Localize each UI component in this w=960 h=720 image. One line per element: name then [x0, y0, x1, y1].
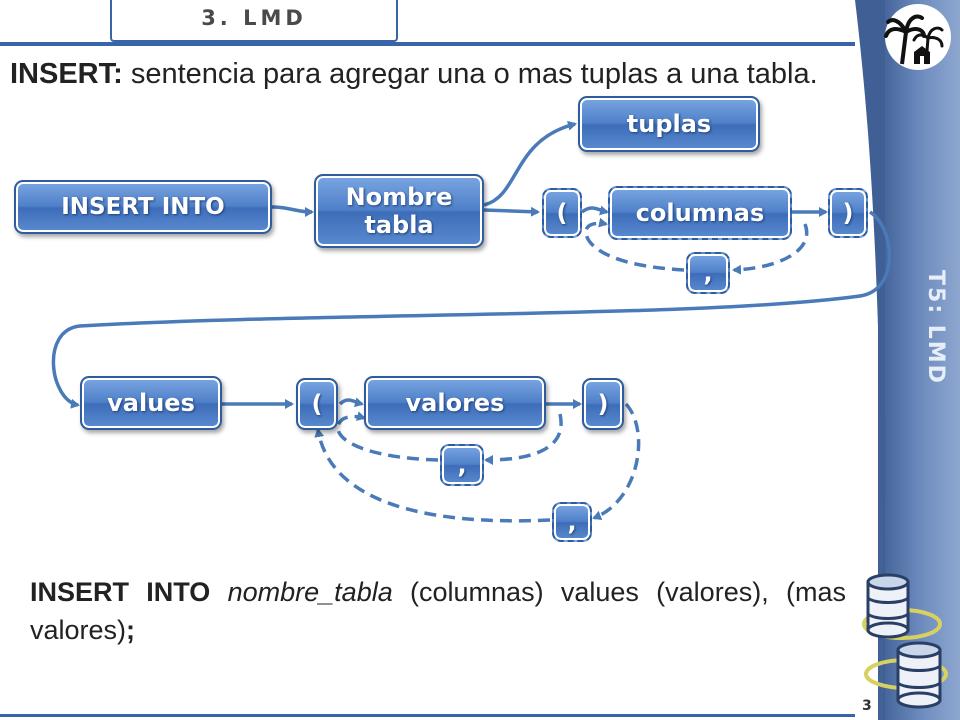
arrow-wrap-to-values: [51, 210, 892, 409]
section-vertical-label: T5: LMD: [923, 270, 948, 385]
values-part: (valores), (mas valores): [30, 577, 846, 645]
arrow-paren-to-valores: [338, 397, 364, 408]
node-tuplas-label: tuplas: [626, 110, 712, 138]
heading-text: INSERT: sentencia para agregar una o mas…: [10, 54, 870, 94]
node-insert-into-label: INSERT INTO: [61, 194, 225, 220]
arrow-nombre-to-paren: [483, 206, 540, 217]
node-open-paren-1: (: [542, 188, 582, 238]
sidebar-curve: [855, 0, 885, 720]
arrow-nombre-to-tuplas: [483, 120, 577, 207]
statement-terminator: ;: [126, 615, 136, 645]
node-comma-1: ,: [686, 252, 730, 294]
columns-part: (columnas): [392, 577, 561, 607]
heading-description: sentencia para agregar una o mas tuplas …: [122, 58, 818, 90]
node-comma-3-label: ,: [567, 508, 577, 536]
bottom-divider: [0, 714, 855, 717]
page-number: 3: [862, 698, 872, 714]
palm-tree-logo-icon: [884, 4, 951, 70]
top-divider: [0, 42, 855, 46]
node-close-paren-1: ): [828, 188, 868, 238]
title-tab: [110, 0, 398, 42]
syntax-statement: INSERT INTO nombre_tabla (columnas) valu…: [30, 573, 846, 649]
node-valores: valores: [364, 376, 546, 430]
node-valores-label: valores: [405, 389, 505, 417]
node-comma-2-label: ,: [457, 451, 467, 479]
node-close-paren-1-label: ): [842, 199, 854, 227]
node-comma-2: ,: [440, 444, 484, 486]
node-nombre-tabla: Nombre tabla: [314, 174, 484, 248]
node-tuplas: tuplas: [578, 96, 760, 152]
database-icon: [862, 573, 948, 709]
node-open-paren-1-label: (: [556, 199, 568, 227]
arrow-paren-to-columnas: [580, 205, 609, 216]
node-comma-3: ,: [552, 502, 592, 542]
loop-comma-columnas: [584, 217, 685, 272]
loop-valores-comma: [484, 413, 563, 465]
node-open-paren-2-label: (: [311, 390, 323, 418]
kw-values: values: [560, 577, 639, 607]
node-nombre-tabla-line1: Nombre: [345, 183, 453, 211]
node-open-paren-2: (: [296, 378, 338, 430]
loop-columnas-comma: [732, 223, 809, 275]
node-close-paren-2: ): [582, 378, 624, 430]
slide-title: 3. LMD: [201, 6, 307, 30]
arrow-insert-to-nombre: [271, 205, 314, 217]
node-comma-1-label: ,: [703, 259, 713, 287]
node-nombre-tabla-line2: tabla: [364, 211, 434, 239]
table-name: nombre_tabla: [227, 577, 393, 607]
kw-insert-into: INSERT INTO: [30, 577, 211, 607]
loop-comma-paren: [314, 428, 551, 523]
node-close-paren-2-label: ): [597, 390, 609, 418]
node-values: values: [80, 376, 222, 430]
loop-comma-valores: [336, 411, 439, 462]
node-values-label: values: [107, 389, 195, 417]
node-columnas-label: columnas: [635, 199, 765, 227]
node-insert-into: INSERT INTO: [14, 180, 272, 234]
heading-keyword: INSERT:: [10, 58, 123, 90]
node-columnas: columnas: [608, 186, 792, 240]
loop-paren-comma: [592, 402, 641, 521]
